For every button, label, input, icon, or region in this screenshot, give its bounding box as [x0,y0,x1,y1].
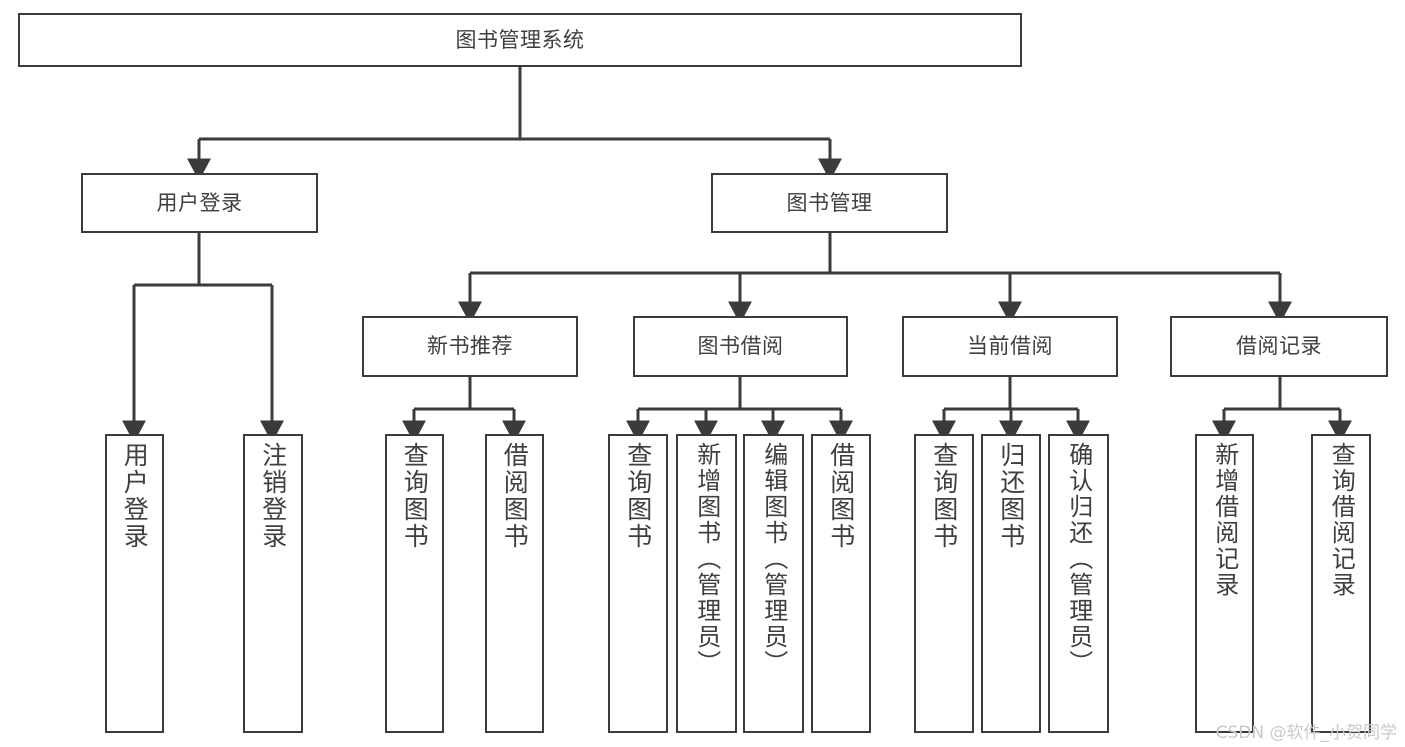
leaf-logout-login[interactable]: 注销登录 [243,434,303,733]
node-borrow-record-label: 借阅记录 [1236,334,1322,359]
leaf-confirm-return-label: 确认归还（管理员） [1064,442,1093,676]
node-new-book-recommend[interactable]: 新书推荐 [362,316,578,377]
leaf-edit-book[interactable]: 编辑图书（管理员） [743,434,804,733]
node-current-borrow-label: 当前借阅 [967,334,1053,359]
leaf-query-book-2-label: 查询图书 [623,442,653,550]
leaf-borrow-book-2[interactable]: 借阅图书 [811,434,871,733]
node-book-manage[interactable]: 图书管理 [711,173,948,233]
leaf-borrow-book-2-label: 借阅图书 [826,442,856,550]
leaf-return-book-label: 归还图书 [996,442,1026,550]
node-book-borrow-label: 图书借阅 [697,334,784,359]
leaf-add-record-label: 新增借阅记录 [1210,442,1239,598]
node-root-system[interactable]: 图书管理系统 [18,13,1022,67]
node-current-borrow[interactable]: 当前借阅 [902,316,1118,377]
leaf-user-login-label: 用户登录 [120,442,150,550]
leaf-query-book-1-label: 查询图书 [400,442,430,550]
node-user-login-label: 用户登录 [156,190,243,215]
leaf-add-book[interactable]: 新增图书（管理员） [676,434,737,733]
leaf-return-book[interactable]: 归还图书 [981,434,1041,733]
leaf-borrow-book-1-label: 借阅图书 [500,442,530,550]
leaf-logout-login-label: 注销登录 [258,442,288,550]
leaf-query-book-3-label: 查询图书 [929,442,959,550]
node-borrow-record[interactable]: 借阅记录 [1170,316,1388,377]
node-book-borrow[interactable]: 图书借阅 [633,316,848,377]
node-new-book-recommend-label: 新书推荐 [427,334,513,359]
node-book-manage-label: 图书管理 [786,190,873,215]
csdn-watermark: CSDN @软件_小贺同学 [1215,723,1397,743]
leaf-user-login[interactable]: 用户登录 [105,434,164,733]
leaf-query-book-3[interactable]: 查询图书 [914,434,974,733]
node-root-system-label: 图书管理系统 [455,27,585,52]
leaf-confirm-return[interactable]: 确认归还（管理员） [1048,434,1109,733]
leaf-add-record[interactable]: 新增借阅记录 [1195,434,1254,733]
leaf-query-book-2[interactable]: 查询图书 [608,434,668,733]
node-user-login[interactable]: 用户登录 [81,173,318,233]
leaf-edit-book-label: 编辑图书（管理员） [759,442,788,676]
leaf-query-record-label: 查询借阅记录 [1327,442,1356,598]
leaf-add-book-label: 新增图书（管理员） [692,442,721,676]
leaf-borrow-book-1[interactable]: 借阅图书 [485,434,544,733]
leaf-query-book-1[interactable]: 查询图书 [385,434,444,733]
leaf-query-record[interactable]: 查询借阅记录 [1311,434,1371,733]
